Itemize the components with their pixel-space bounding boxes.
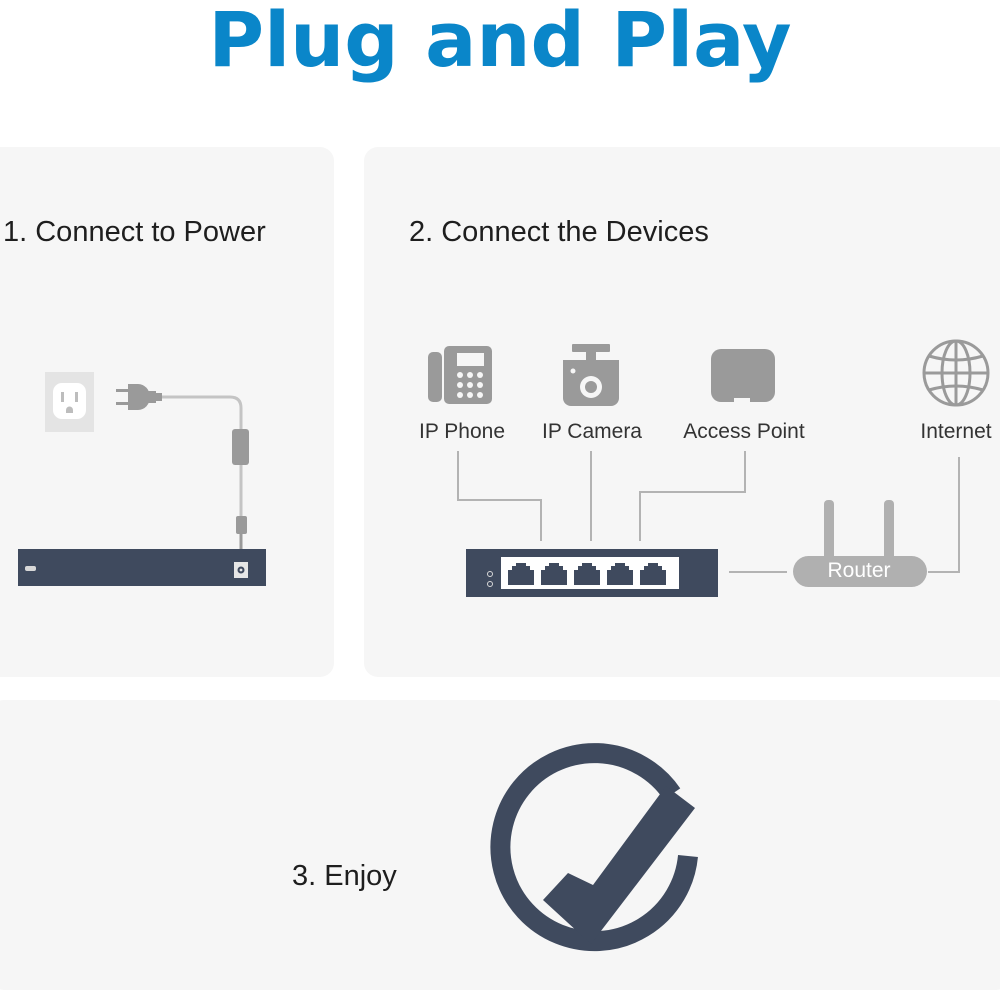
power-cable xyxy=(162,395,243,432)
router-label: Router xyxy=(827,559,891,582)
step-connect-power: 1. Connect to Power xyxy=(3,216,266,248)
globe-icon xyxy=(922,339,990,407)
page-title: Plug and Play xyxy=(208,0,792,84)
checkmark-circle-icon xyxy=(490,743,698,952)
step-connect-devices: 2. Connect the Devices xyxy=(409,216,709,248)
power-plug-icon xyxy=(116,384,162,410)
switch-rear-view xyxy=(18,549,266,586)
step-enjoy: 3. Enjoy xyxy=(292,860,397,892)
wall-outlet-icon xyxy=(45,372,94,432)
access-point-icon xyxy=(711,349,775,403)
connection-lines xyxy=(457,451,960,573)
internet-label: Internet xyxy=(920,420,992,443)
ethernet-ports xyxy=(508,563,666,585)
ip-camera-icon xyxy=(563,344,619,406)
power-adapter xyxy=(232,429,249,465)
router-icon xyxy=(793,500,927,587)
dc-connector xyxy=(236,516,247,534)
ip-phone-label: IP Phone xyxy=(418,420,506,443)
diagram-graphics xyxy=(18,339,990,952)
ip-phone-icon xyxy=(428,346,492,404)
access-point-label: Access Point xyxy=(683,420,805,443)
ip-camera-label: IP Camera xyxy=(542,420,642,443)
